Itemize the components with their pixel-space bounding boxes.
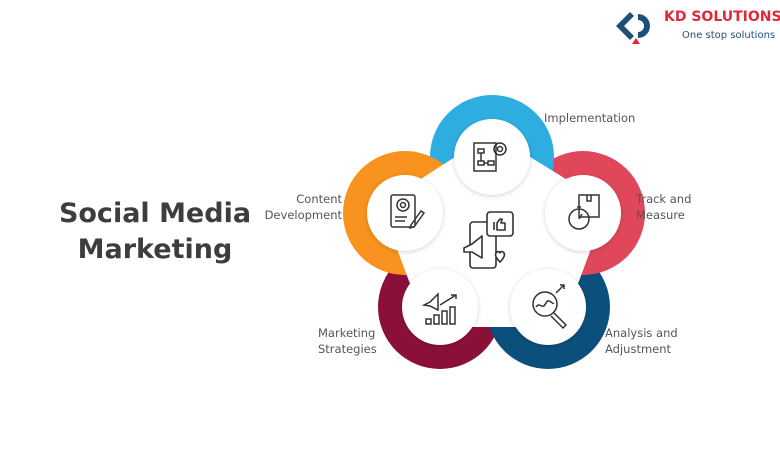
workflow-gear-icon — [473, 142, 507, 172]
step-node-4 — [402, 269, 478, 345]
logo-tagline: One stop solutions — [682, 30, 776, 41]
label-line: Development — [264, 208, 342, 222]
step-node-5 — [367, 175, 443, 251]
label-line: Analysis and — [605, 326, 678, 340]
label-line: Content — [296, 192, 342, 206]
label-line: Implementation — [544, 111, 636, 125]
kd-logo-mark-icon — [616, 12, 650, 44]
stopwatch-package-icon — [568, 194, 600, 230]
step-label-implementation: Implementation — [544, 110, 635, 126]
page-title: Social Media Marketing — [59, 196, 251, 268]
document-gear-icon — [390, 194, 426, 230]
label-line: Strategies — [318, 342, 377, 356]
logo — [612, 8, 662, 48]
label-line: Marketing — [318, 326, 376, 340]
title-line-2: Marketing — [77, 234, 233, 265]
label-line: Track and — [636, 192, 692, 206]
step-node-1 — [454, 119, 530, 195]
step-node-2 — [545, 175, 621, 251]
phone-megaphone-like-icon — [463, 211, 514, 269]
logo-brand: KD SOLUTIONS — [664, 9, 780, 25]
label-line: Adjustment — [605, 342, 672, 356]
step-node-3 — [510, 269, 586, 345]
magnifier-analysis-icon — [532, 284, 568, 330]
label-line: Measure — [636, 208, 685, 222]
megaphone-growth-icon — [421, 292, 457, 325]
title-line-1: Social Media — [58, 198, 252, 229]
